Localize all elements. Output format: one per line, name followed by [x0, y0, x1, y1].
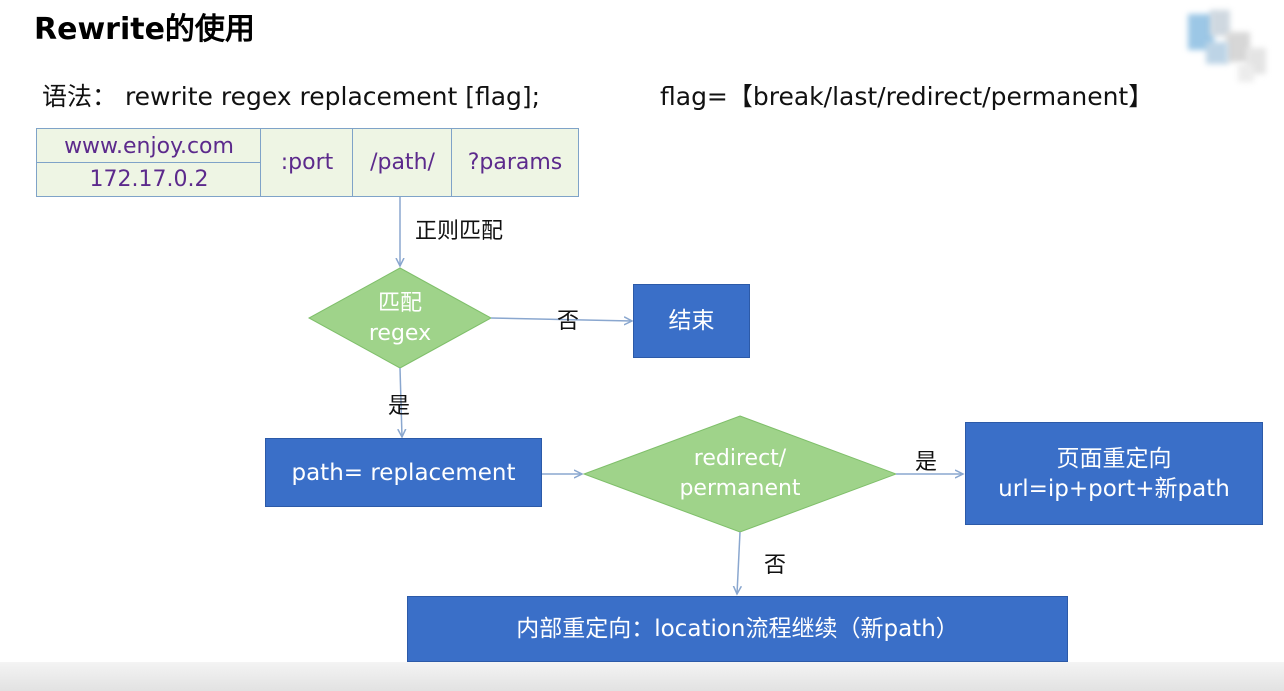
bottom-bar: [0, 662, 1284, 691]
end-node: 结束: [633, 284, 750, 358]
internal-redirect-node: 内部重定向：location流程继续（新path）: [407, 596, 1068, 662]
connector-match-to-end: [490, 318, 632, 321]
url-host-domain-cell: www.enjoy.com: [36, 128, 262, 164]
label-redirect-yes: 是: [915, 450, 938, 475]
syntax-text: 语法： rewrite regex replacement [flag];: [42, 82, 541, 111]
page-redirect-node: 页面重定向 url=ip+port+新path: [965, 422, 1263, 525]
blurred-logo: [1180, 8, 1280, 90]
flags-text: flag=【break/last/redirect/permanent】: [660, 82, 1154, 111]
page-title: Rewrite的使用: [34, 12, 255, 47]
match-regex-line2: regex: [368, 321, 432, 346]
url-host-ip-cell: 172.17.0.2: [36, 162, 262, 197]
end-node-label: 结束: [668, 308, 715, 334]
match-regex-line1: 匹配: [377, 291, 422, 316]
label-no-match: 否: [557, 309, 580, 334]
redirect-check-line2: permanent: [679, 476, 801, 501]
redirect-check-label: redirect/ permanent: [660, 444, 820, 504]
connector-match-to-replace: [400, 367, 402, 437]
page-redirect-line2: url=ip+port+新path: [998, 475, 1230, 502]
internal-redirect-label: 内部重定向：location流程继续（新path）: [516, 616, 959, 642]
label-regex-match: 正则匹配: [415, 219, 504, 244]
match-regex-label: 匹配 regex: [340, 289, 460, 349]
url-path-cell: /path/: [352, 128, 453, 197]
path-replacement-label: path= replacement: [291, 459, 516, 486]
label-redirect-no: 否: [764, 553, 787, 578]
path-replacement-node: path= replacement: [265, 438, 542, 507]
url-port-cell: :port: [260, 128, 354, 197]
connector-redirect-to-internal: [737, 531, 740, 594]
url-params-cell: ?params: [451, 128, 579, 197]
redirect-check-line1: redirect/: [693, 446, 787, 471]
label-match-yes: 是: [388, 394, 411, 419]
page-redirect-line1: 页面重定向: [1056, 445, 1172, 472]
